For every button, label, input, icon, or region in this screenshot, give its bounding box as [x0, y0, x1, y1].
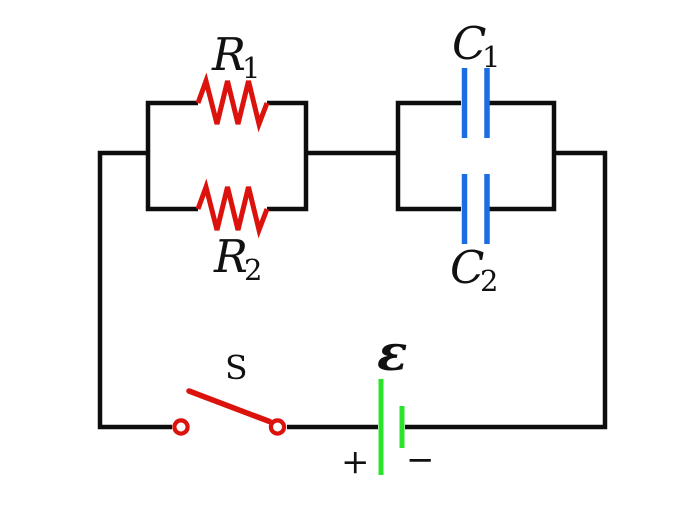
resistor-r1-zigzag — [195, 72, 270, 133]
resistor-r2-zigzag — [195, 178, 270, 239]
resistor-box-wire — [145, 100, 309, 212]
labels: R 1 R 2 C 1 C 2 S ε + − — [211, 17, 500, 482]
label-c1-sub: 1 — [482, 40, 500, 74]
label-battery-plus: + — [341, 442, 370, 482]
battery — [378, 379, 405, 475]
switch-blade — [186, 388, 273, 425]
label-c1: C — [452, 17, 486, 70]
resistors — [195, 72, 270, 239]
label-r1-sub: 1 — [242, 51, 260, 85]
capacitor-box-wire — [395, 100, 557, 212]
capacitors — [461, 68, 490, 244]
wires — [97, 100, 608, 430]
switch — [172, 388, 287, 436]
label-r1: R — [211, 28, 246, 81]
label-c2-sub: 2 — [480, 264, 498, 298]
label-r2: R — [213, 230, 248, 283]
label-r2-sub: 2 — [244, 253, 262, 287]
switch-terminal-left — [172, 418, 190, 436]
label-c2: C — [450, 241, 484, 294]
left-loop-wire — [97, 150, 172, 430]
switch-terminal-right — [268, 418, 287, 436]
right-loop-wire — [405, 150, 608, 430]
label-battery-minus: − — [406, 440, 435, 480]
label-emf: ε — [377, 323, 407, 382]
label-switch: S — [225, 348, 248, 387]
